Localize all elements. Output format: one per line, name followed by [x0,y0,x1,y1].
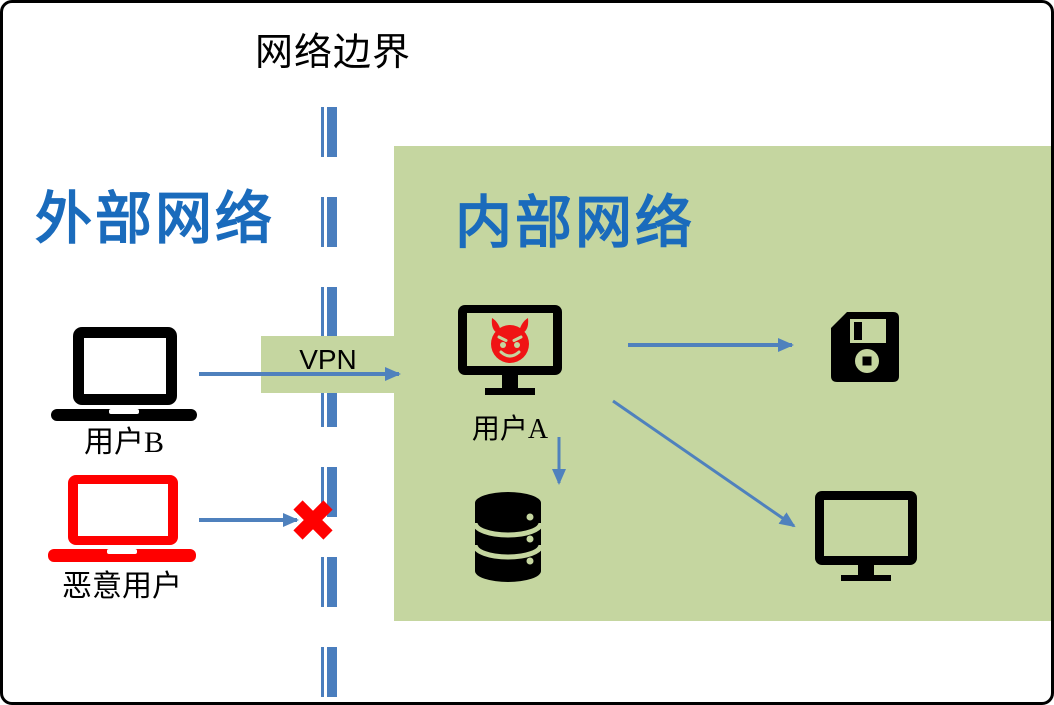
boundary-dashed-line-thin [321,107,324,701]
user-a-label: 用户A [471,414,549,445]
external-zone-label: 外部网络 [35,187,275,251]
internal-zone-label: 内部网络 [455,191,695,255]
devil-face-icon [491,318,529,363]
floppy-disk-icon [831,312,899,382]
vpn-label: VPN [299,344,357,375]
infected-monitor-icon [458,305,562,395]
monitor-icon [815,491,917,581]
user-b-label: 用户B [83,426,164,459]
laptop-icon [51,327,197,421]
malicious-laptop-icon [48,475,196,562]
boundary-title: 网络边界 [254,32,411,74]
boundary-dashed-line-thick [327,107,337,701]
malicious-user-label: 恶意用户 [62,570,182,603]
database-icon [473,492,543,582]
vpn-band [261,336,395,393]
blocked-x-icon [293,500,333,540]
